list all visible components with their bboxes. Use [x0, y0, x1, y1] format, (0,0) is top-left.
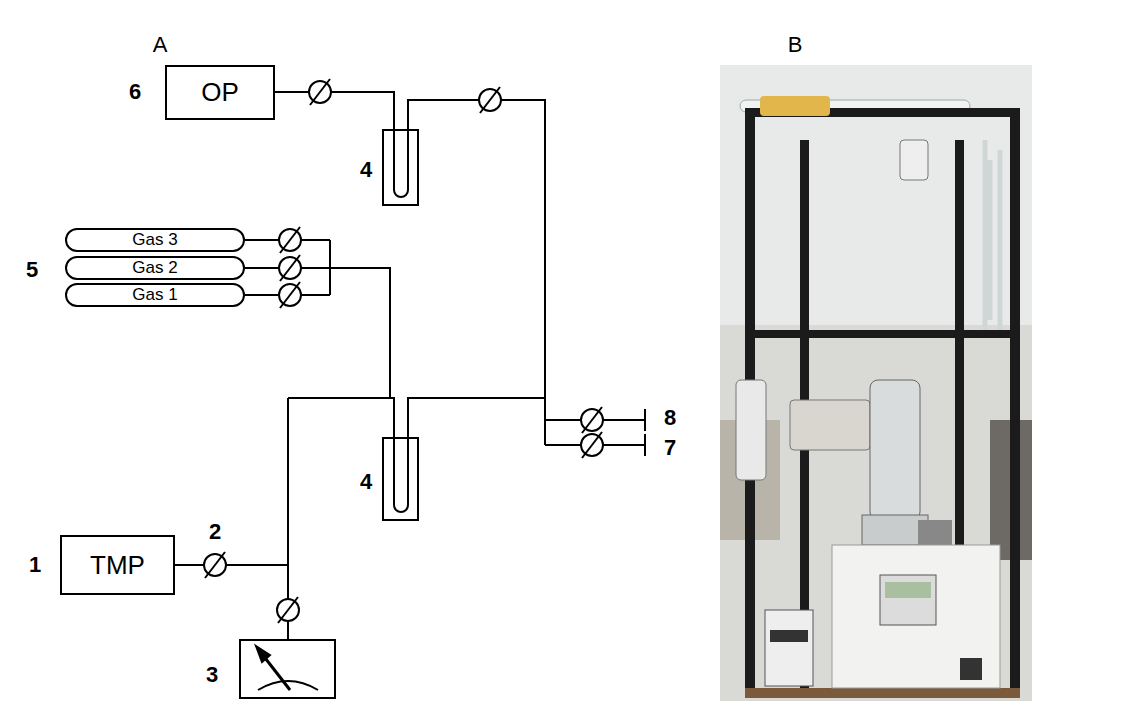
node-text: Gas 3 — [132, 230, 177, 250]
node-text: Gas 1 — [132, 285, 177, 305]
node-text: Gas 2 — [132, 258, 177, 278]
callout-number: 6 — [129, 79, 141, 105]
valve-symbols — [204, 79, 603, 623]
node-text: TMP — [90, 550, 145, 581]
callout-number: 7 — [664, 435, 676, 461]
callout-number: 1 — [29, 552, 41, 578]
pressure-gauge — [240, 640, 335, 698]
panel-letter: A — [153, 32, 168, 58]
pump-box: TMP — [60, 535, 175, 595]
gas-cylinder: Gas 2 — [65, 256, 245, 280]
apparatus-photo — [720, 65, 1032, 701]
callout-number: 4 — [360, 469, 372, 495]
pipework — [175, 92, 645, 640]
node-text: OP — [201, 77, 239, 108]
panel-letter: B — [788, 32, 803, 58]
callout-number: 8 — [664, 405, 676, 431]
callout-number: 3 — [206, 662, 218, 688]
callout-number: 2 — [209, 519, 221, 545]
gas-cylinder: Gas 1 — [65, 283, 245, 307]
gas-cylinder: Gas 3 — [65, 228, 245, 252]
callout-number: 5 — [26, 257, 38, 283]
pump-box: OP — [165, 65, 275, 120]
callout-number: 4 — [360, 157, 372, 183]
